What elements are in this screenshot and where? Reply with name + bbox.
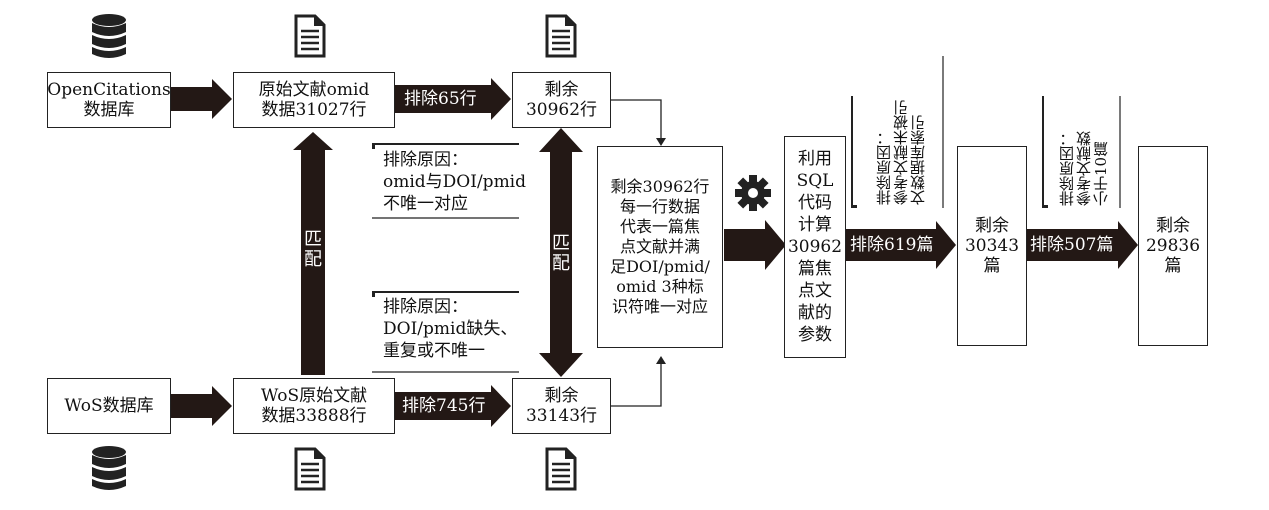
- match-right-label: 匹 配: [552, 233, 570, 274]
- gear-icon: [735, 175, 771, 211]
- merged-node: 剩余30962行 每一行数据 代表一篇焦 点文献并满 足DOI/pmid/ om…: [597, 146, 723, 348]
- document-icon: [294, 14, 326, 58]
- wos-db-node: WoS数据库: [47, 378, 171, 434]
- match-left-label: 匹 配: [304, 229, 322, 270]
- connector-bottom: [611, 362, 662, 407]
- excl-65-label: 排除65行: [404, 89, 477, 109]
- remain-bottom-label: 剩余 33143行: [525, 386, 598, 426]
- excl-619-label: 排除619篇: [850, 235, 934, 255]
- document-icon: [294, 447, 326, 491]
- remain-bottom-node: 剩余 33143行: [512, 378, 611, 434]
- note-bottom-bracket: [372, 291, 519, 297]
- wos-db-label: WoS数据库: [64, 396, 154, 416]
- arrow-oc-to-omid: [170, 79, 232, 119]
- reason-bottom-note: 排除原因： DOI/pmid缺失、 重复或不唯一: [383, 297, 518, 361]
- note-507-bracket: [1042, 96, 1048, 208]
- wos-orig-node: WoS原始文献 数据33888行: [233, 378, 395, 434]
- wos-orig-label: WoS原始文献 数据33888行: [260, 386, 368, 426]
- arrow-excl-619: [846, 221, 956, 269]
- arrow-excl-507: [1027, 221, 1138, 269]
- arrow-match-right: [539, 128, 583, 377]
- remain-29836-label: 剩余 29836 篇: [1145, 216, 1201, 276]
- arrow-match-left: [293, 132, 333, 375]
- merged-label: 剩余30962行 每一行数据 代表一篇焦 点文献并满 足DOI/pmid/ om…: [610, 177, 710, 316]
- reason-507-note: 排除原因： 参考文献数 小于10篇: [1058, 131, 1110, 206]
- remain-30343-node: 剩余 30343 篇: [957, 146, 1027, 346]
- database-icon: [92, 14, 126, 58]
- document-icon: [545, 14, 577, 58]
- arrow-merged-to-sql: [724, 220, 786, 270]
- sql-calc-label: 利用 SQL 代码 计算 30962 篇焦 点文 献的 参数: [787, 149, 843, 345]
- reason-top-note: 排除原因： omid与DOI/pmid 不唯一对应: [383, 150, 527, 214]
- note-top-bracket: [372, 143, 519, 149]
- orig-omid-node: 原始文献omid 数据31027行: [233, 72, 395, 128]
- note-619-bracket: [851, 96, 857, 208]
- document-icon: [545, 447, 577, 491]
- remain-30343-label: 剩余 30343 篇: [964, 216, 1020, 276]
- arrow-excl-65: [395, 78, 511, 120]
- sql-calc-node: 利用 SQL 代码 计算 30962 篇焦 点文 献的 参数: [784, 136, 846, 358]
- remain-top-node: 剩余 30962行: [512, 72, 611, 128]
- excl-507-label: 排除507篇: [1030, 235, 1114, 255]
- database-icon: [92, 446, 126, 490]
- remain-29836-node: 剩余 29836 篇: [1138, 146, 1208, 346]
- arrow-excl-745: [395, 385, 511, 427]
- reason-619-note: 排除原因： 参考文献未被引 文数据库索引: [875, 100, 927, 205]
- opencitations-label: OpenCitations 数据库: [47, 80, 171, 120]
- opencitations-node: OpenCitations 数据库: [47, 72, 171, 128]
- arrow-wos-to-orig: [170, 386, 232, 426]
- orig-omid-label: 原始文献omid 数据31027行: [258, 80, 370, 120]
- connector-top: [611, 99, 662, 140]
- excl-745-label: 排除745行: [402, 396, 486, 416]
- remain-top-label: 剩余 30962行: [525, 80, 598, 120]
